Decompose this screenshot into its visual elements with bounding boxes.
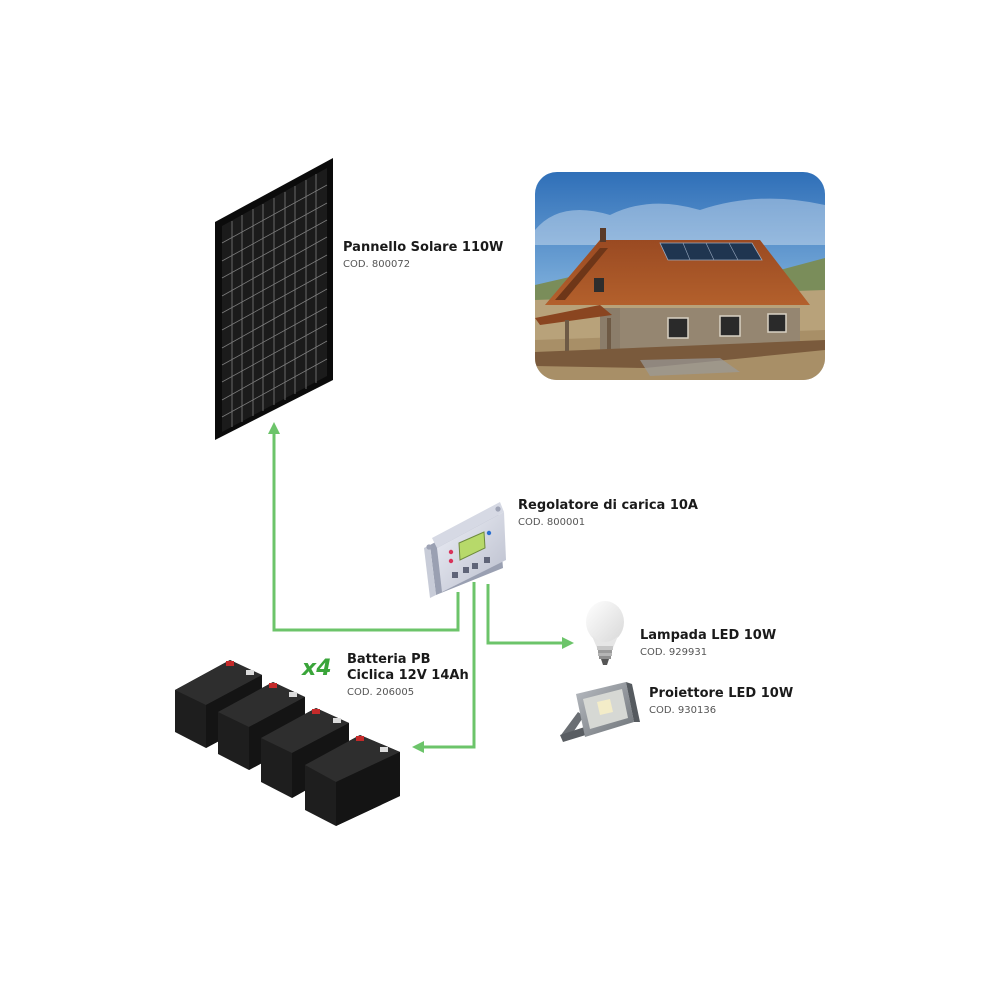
led-bulb-label: Lampada LED 10W COD. 929931 [640,628,776,659]
led-bulb-image [586,601,624,665]
battery-label: Batteria PB Ciclica 12V 14Ah COD. 206005 [347,652,469,699]
solar-panel-name: Pannello Solare 110W [343,240,504,255]
battery-4 [305,735,400,826]
battery-name: Batteria PB Ciclica 12V 14Ah [347,652,469,683]
connector-controller-to-loads [486,584,574,649]
led-bulb-name: Lampada LED 10W [640,628,777,643]
led-floodlight-label: Proiettore LED 10W COD. 930136 [649,686,793,717]
led-floodlight-image [560,682,640,742]
battery-code: COD. 206005 [347,687,415,698]
battery-quantity: x4 [302,656,332,681]
led-floodlight-name: Proiettore LED 10W [649,686,794,701]
charge-controller-name: Regolatore di carica 10A [518,498,698,513]
solar-panel-image [215,158,333,440]
solar-panel-code: COD. 800072 [343,259,411,270]
battery-bank-image [175,660,400,826]
solar-panel-label: Pannello Solare 110W COD. 800072 [343,240,503,271]
house-photo [535,172,825,380]
connector-controller-to-panel [268,422,460,632]
charge-controller-image [424,502,506,598]
connector-controller-to-batteries [412,582,476,753]
led-bulb-code: COD. 929931 [640,647,708,658]
led-floodlight-code: COD. 930136 [649,705,717,716]
connectors [268,422,574,753]
charge-controller-code: COD. 800001 [518,517,586,528]
charge-controller-label: Regolatore di carica 10A COD. 800001 [518,498,698,529]
